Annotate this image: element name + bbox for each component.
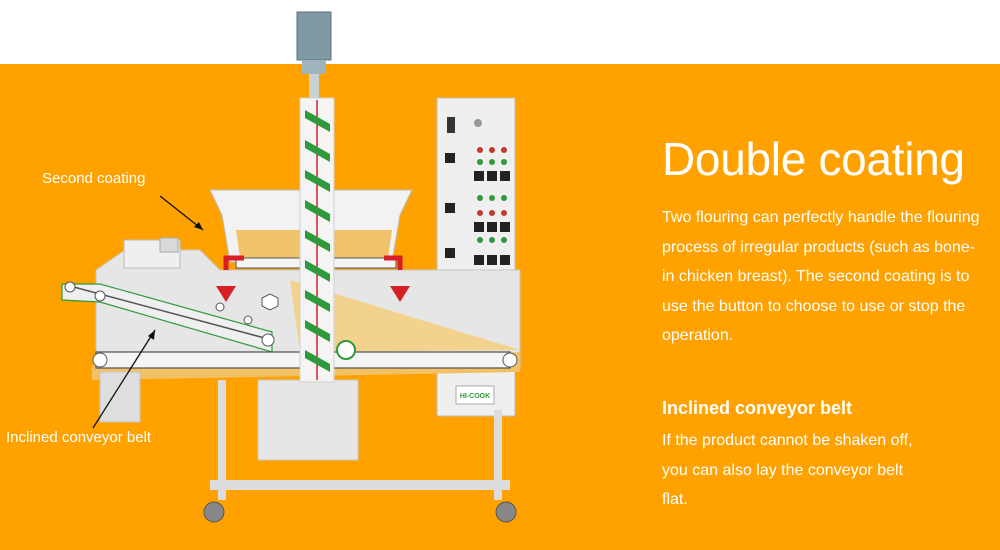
feature-subheading: Inclined conveyor belt: [662, 398, 853, 418]
feature-description: Two flouring can perfectly handle the fl…: [662, 209, 980, 344]
top-white-strip: [0, 0, 1000, 64]
second-coating-pointer: [159, 195, 204, 231]
second-coating-callout: Second coating: [42, 170, 146, 187]
brand-plate: [455, 385, 495, 405]
caster-wheels: [203, 501, 517, 523]
flow-arrows: [223, 255, 403, 270]
feature-sub-description: If the product cannot be shaken off, you…: [662, 432, 913, 508]
brand-plate-text: HI-COOK: [460, 393, 490, 400]
inclined-conveyor-callout: Inclined conveyor belt: [6, 429, 152, 446]
conveyor-pointer: [92, 329, 156, 429]
coating-machine-illustration: HI-COOK: [61, 11, 521, 523]
page-title: Double coating: [662, 133, 965, 185]
lower-cabinet: [257, 379, 359, 461]
motor: [296, 11, 332, 61]
auger-screw: [305, 110, 330, 372]
